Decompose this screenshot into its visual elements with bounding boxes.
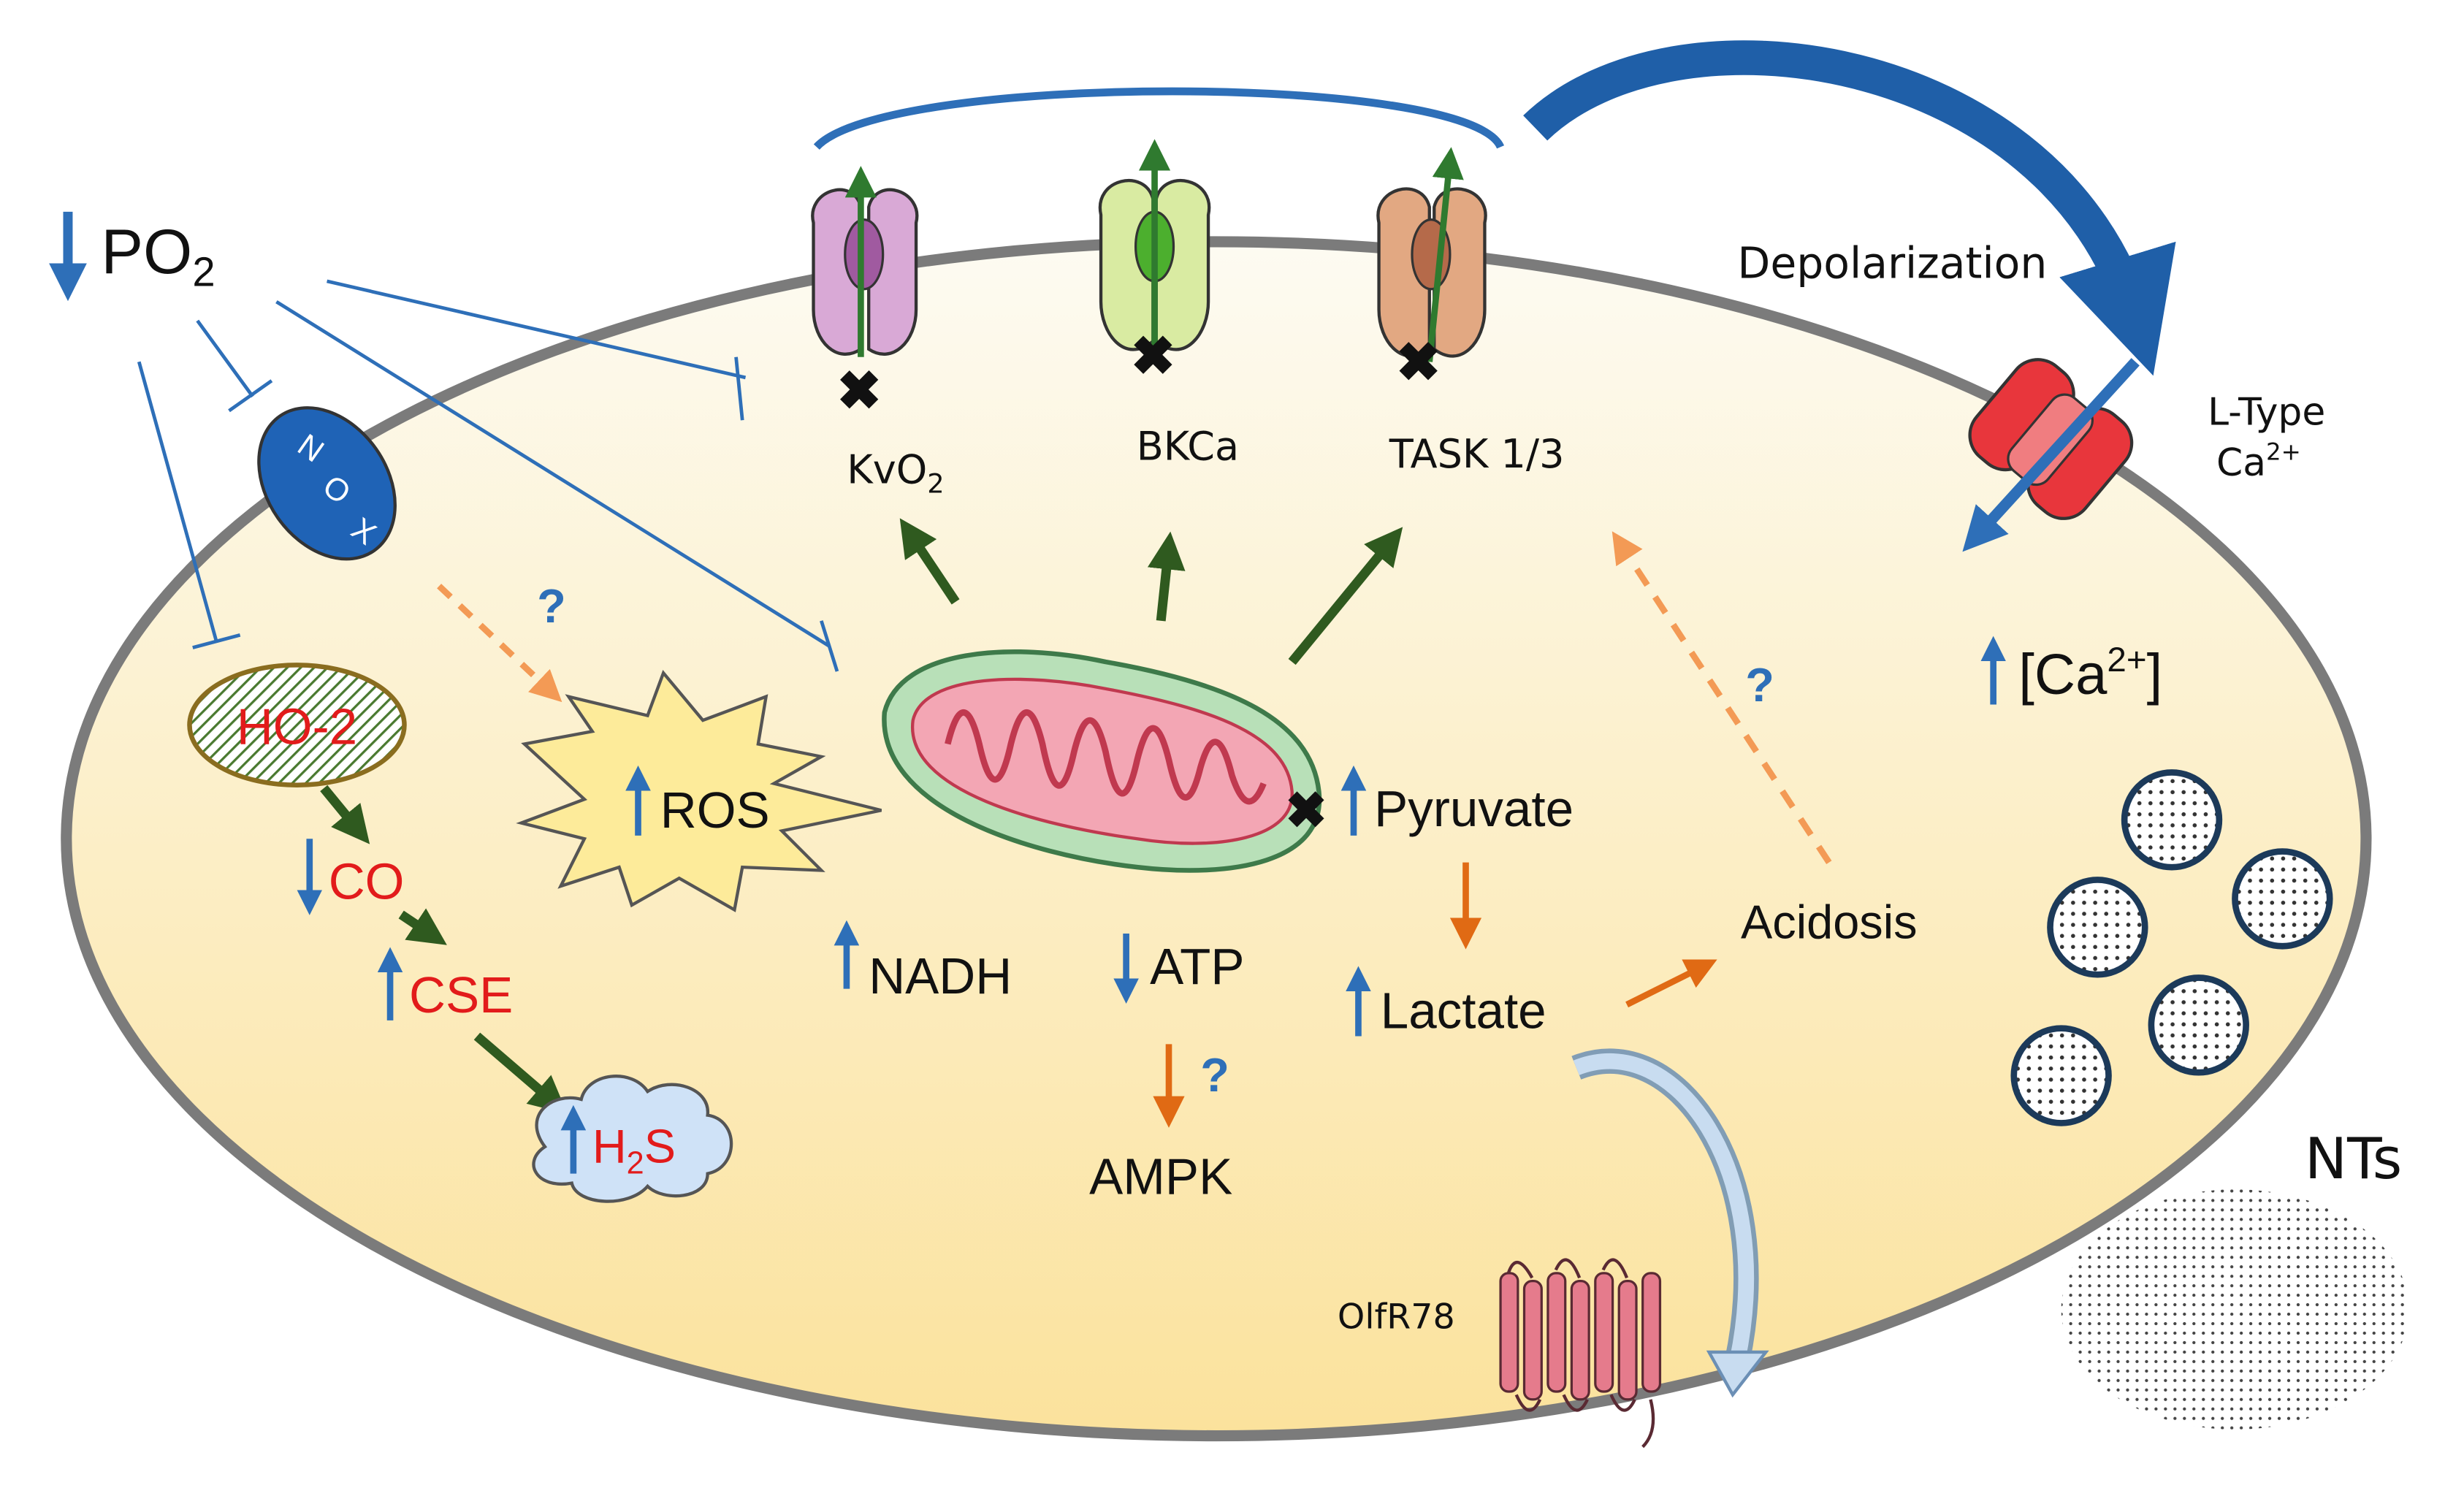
nadh-label: NADH bbox=[869, 947, 1012, 1004]
ros-burst: ROS bbox=[516, 669, 882, 912]
calcium-increase: [Ca2+] bbox=[1980, 636, 2162, 706]
ros-label: ROS bbox=[660, 782, 770, 839]
olfr78-receptor: OlfR78 bbox=[1338, 1258, 1662, 1449]
metabolite-pyruvate: ✖ Pyruvate bbox=[1285, 765, 1574, 950]
ho2-co-arrow bbox=[320, 785, 370, 844]
task-label: TASK 1/3 bbox=[1389, 431, 1565, 477]
block-mark-task: ✖ bbox=[1396, 332, 1441, 392]
co-label: CO bbox=[329, 852, 405, 909]
pyruvate-label: Pyruvate bbox=[1374, 780, 1574, 837]
ho2-enzyme bbox=[187, 663, 407, 787]
mito-bkca-arrow bbox=[1147, 531, 1186, 622]
ltype-ca-label: Ca bbox=[2216, 441, 2266, 485]
vesicle bbox=[2047, 877, 2148, 978]
po2-stimulus: PO2 bbox=[49, 211, 215, 302]
cse-h2s-arrow bbox=[473, 1032, 568, 1115]
svg-text:[Ca2+]: [Ca2+] bbox=[2018, 641, 2162, 706]
nts-label: NTs bbox=[2305, 1126, 2402, 1192]
h2s-label: H bbox=[592, 1119, 627, 1172]
inhibit-kvo2-bar bbox=[734, 356, 744, 421]
kvo2-subscript: 2 bbox=[927, 468, 944, 500]
metabolite-lactate: Lactate bbox=[1346, 959, 1717, 1039]
calcium-superscript: 2+ bbox=[2107, 641, 2146, 679]
block-mark-kvo2: ✖ bbox=[836, 360, 882, 421]
channel-task: ✖ TASK 1/3 bbox=[1376, 147, 1565, 477]
po2-label: PO bbox=[101, 217, 192, 287]
inhibition-lines bbox=[137, 279, 839, 672]
inhibit-ho2-line bbox=[137, 361, 218, 642]
metabolite-atp: ATP ? AMPK bbox=[1089, 933, 1244, 1205]
depolarization-label: Depolarization bbox=[1737, 239, 2047, 289]
atp-label: ATP bbox=[1150, 938, 1244, 995]
co-cse-arrow bbox=[398, 908, 447, 945]
svg-text:H2S: H2S bbox=[592, 1119, 676, 1180]
vesicle bbox=[2010, 1025, 2112, 1126]
metabolite-acidosis: Acidosis ? bbox=[1611, 531, 1918, 948]
vesicle bbox=[2121, 769, 2223, 871]
vesicles bbox=[2010, 769, 2333, 1126]
metabolite-nadh: NADH bbox=[834, 920, 1012, 1004]
mito-task-arrow bbox=[1288, 527, 1403, 665]
vesicle bbox=[2148, 974, 2249, 1076]
inhibit-ho2-bar bbox=[192, 633, 241, 649]
nox-enzyme: N O X bbox=[257, 406, 397, 561]
lactate-acidosis-arrow bbox=[1625, 959, 1717, 1008]
kvo2-label: KvO bbox=[847, 447, 927, 493]
ltype-ca-superscript: 2+ bbox=[2266, 438, 2301, 465]
nox-ros-unknown: ? bbox=[537, 579, 566, 633]
ltype-label: L-Type bbox=[2208, 391, 2325, 435]
ho2-pathway: HO-2 CO CSE H2S bbox=[187, 663, 733, 1203]
po2-subscript: 2 bbox=[192, 248, 215, 294]
svg-text:PO2: PO2 bbox=[101, 217, 215, 294]
ltype-ca-channel: L-Type Ca2+ bbox=[1962, 358, 2325, 552]
calcium-open: [Ca bbox=[2018, 643, 2108, 706]
nts-cloud bbox=[2061, 1189, 2409, 1430]
inhibit-mito-bar bbox=[820, 620, 839, 672]
vesicle bbox=[2232, 848, 2333, 950]
atp-ampk-unknown: ? bbox=[1200, 1048, 1229, 1102]
acidosis-label: Acidosis bbox=[1741, 895, 1918, 948]
svg-text:Ca2+: Ca2+ bbox=[2216, 438, 2301, 485]
h2s-subscript: 2 bbox=[627, 1146, 644, 1181]
block-mark-bkca: ✖ bbox=[1131, 326, 1176, 386]
mitochondrion bbox=[882, 649, 1322, 873]
channel-bkca: ✖ BKCa bbox=[1098, 139, 1239, 469]
mito-kvo2-arrow bbox=[899, 518, 960, 605]
cse-label: CSE bbox=[409, 966, 513, 1023]
calcium-close: ] bbox=[2147, 643, 2163, 706]
channel-kvo2: ✖ KvO2 bbox=[811, 166, 945, 500]
ho2-label: HO-2 bbox=[237, 698, 357, 755]
ampk-label: AMPK bbox=[1089, 1148, 1232, 1205]
bkca-label: BKCa bbox=[1137, 423, 1239, 469]
olfr78-label: OlfR78 bbox=[1338, 1297, 1455, 1338]
acidosis-task-unknown: ? bbox=[1745, 658, 1774, 711]
depolarization-arrow bbox=[1523, 40, 2176, 376]
h2s-label2: S bbox=[644, 1119, 676, 1172]
block-mark-pyruvate: ✖ bbox=[1285, 782, 1327, 839]
inhibit-kvo2-line bbox=[327, 279, 747, 380]
channel-link-arc bbox=[813, 87, 1505, 150]
inhibit-mito-line bbox=[275, 300, 831, 648]
inhibit-nox-line bbox=[196, 319, 254, 398]
svg-text:KvO2: KvO2 bbox=[847, 447, 944, 500]
inhibit-nox-bar bbox=[228, 379, 273, 413]
olfr78-arrowhead-icon bbox=[1706, 1350, 1769, 1398]
ca-influx-arrow bbox=[1962, 358, 2140, 552]
lactate-label: Lactate bbox=[1381, 983, 1546, 1039]
